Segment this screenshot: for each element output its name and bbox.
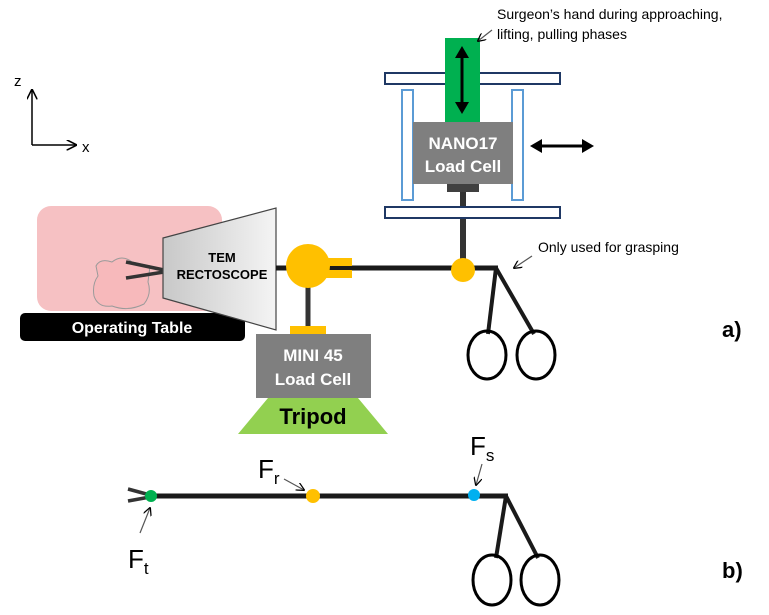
frame-post-left xyxy=(401,89,414,201)
force-point-rectoscope xyxy=(306,489,320,503)
operating-table xyxy=(20,313,245,341)
mini45-load-cell xyxy=(256,334,371,398)
ft-pointer xyxy=(139,508,150,534)
rectoscope-joint xyxy=(286,244,330,288)
force-point-surgeon xyxy=(468,489,480,501)
tripod-label: Tripod xyxy=(279,404,346,429)
nano17-label-1: NANO17 xyxy=(429,134,498,153)
x-axis-label: x xyxy=(82,139,90,156)
tissue-icon xyxy=(93,257,151,310)
tem-rectoscope-label-1: TEM xyxy=(208,250,235,265)
tem-rectoscope-label-2: RECTOSCOPE xyxy=(177,267,268,282)
nano17-mount xyxy=(447,184,479,192)
tripod xyxy=(238,398,388,434)
panel-label-b: b) xyxy=(722,558,743,583)
operating-table-label: Operating Table xyxy=(72,320,193,337)
fs-pointer xyxy=(476,463,483,485)
finger-ring-left-a xyxy=(466,329,508,381)
grasping-joint xyxy=(451,258,475,282)
joint-clamp-bottom xyxy=(326,270,352,278)
surgeon-annotation-line-2: lifting, pulling phases xyxy=(497,26,627,42)
scissors-handle-a xyxy=(466,267,557,381)
fr-label: Fr xyxy=(258,454,280,488)
fr-pointer xyxy=(283,478,304,490)
force-point-tip xyxy=(145,490,157,502)
fs-label: Fs xyxy=(470,431,494,465)
nano17-load-cell xyxy=(413,122,513,184)
nano17-label-2: Load Cell xyxy=(425,157,502,176)
joint-clamp-top xyxy=(326,258,352,266)
mini45-label-2: Load Cell xyxy=(275,370,352,389)
z-axis-label: z xyxy=(14,73,22,90)
tool-tip-a xyxy=(125,260,165,280)
tem-rectoscope xyxy=(162,207,277,331)
grasping-annotation: Only used for grasping xyxy=(538,239,679,255)
frame-post-right xyxy=(511,89,524,201)
axis-indicator: z x xyxy=(14,73,90,156)
mini45-clamp xyxy=(290,326,326,335)
frame-bottom-plate xyxy=(384,206,561,219)
finger-ring-right-a xyxy=(515,329,557,381)
finger-ring-right-b xyxy=(519,553,561,607)
grasping-annotation-pointer xyxy=(514,255,533,268)
panel-label-a: a) xyxy=(722,317,742,342)
scissors-handle-b xyxy=(471,495,561,607)
ft-label: Ft xyxy=(128,544,149,578)
surgeon-annotation-pointer xyxy=(478,29,493,41)
surgeon-annotation-line-1: Surgeon’s hand during approaching, xyxy=(497,6,722,22)
mini45-label-1: MINI 45 xyxy=(283,346,343,365)
finger-ring-left-b xyxy=(471,553,513,607)
